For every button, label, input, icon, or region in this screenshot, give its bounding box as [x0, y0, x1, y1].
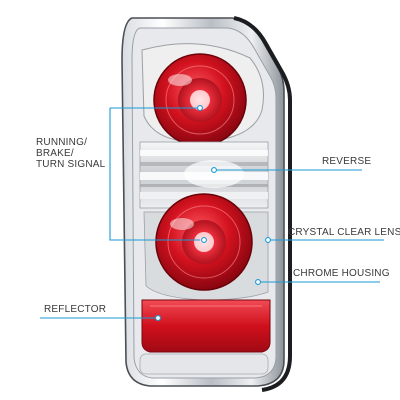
callout-dot-housing — [255, 279, 261, 285]
label-running-line-1: RUNNING/ — [36, 137, 88, 148]
label-running-line-3: TURN SIGNAL — [36, 159, 106, 170]
label-reverse: REVERSE — [322, 156, 372, 167]
callout-dot-running-bottom — [201, 237, 207, 243]
upper-lamp — [141, 43, 264, 147]
label-chrome-housing: CHROME HOUSING — [293, 268, 390, 279]
label-running-line-2: BRAKE/ — [36, 148, 74, 159]
label-running-brake-turn: RUNNING/ BRAKE/ TURN SIGNAL — [36, 137, 126, 170]
reflector — [141, 299, 271, 353]
callout-dot-running-top — [197, 105, 203, 111]
label-crystal-clear-lens: CRYSTAL CLEAR LENS — [288, 227, 400, 238]
callout-line-running — [109, 107, 200, 241]
lower-lamp — [143, 193, 269, 301]
callout-dot-lens — [265, 237, 271, 243]
callout-dot-reverse — [211, 167, 217, 173]
callout-dot-reflector — [155, 315, 161, 321]
label-reflector: REFLECTOR — [44, 304, 107, 315]
